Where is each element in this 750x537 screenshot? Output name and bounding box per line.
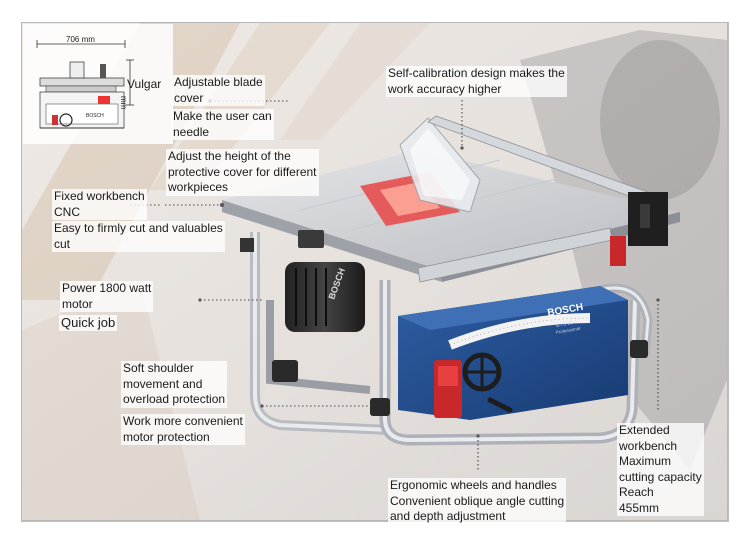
callout-ergonomic: Ergonomic wheels and handles Convenient …	[388, 478, 567, 525]
callout-work-more: Work more convenient motor protection	[121, 414, 245, 445]
thumbnail-brand: BOSCH	[86, 113, 104, 119]
thumbnail-sketch	[23, 24, 173, 144]
callout-power: Power 1800 watt motor	[60, 281, 154, 312]
callout-make-needle: Make the user can needle	[171, 109, 274, 140]
callout-quick-job: Quick job	[59, 315, 118, 331]
thumbnail-height-label: mm	[119, 96, 128, 110]
model-sub-label: Professional	[555, 326, 580, 335]
callout-self-calibration: Self-calibration design makes the work a…	[386, 66, 567, 97]
table-saw: BOSCH BOSCH GTS 10 J Professional	[222, 115, 680, 446]
model-label: GTS 10 J	[555, 319, 577, 329]
callout-firmly-cut: Easy to firmly cut and valuables cut	[52, 221, 225, 252]
background-scene	[22, 23, 727, 520]
thumbnail-width-label: 706 mm	[66, 35, 95, 44]
thumbnail-vulgar-label: Vulgar	[127, 77, 162, 91]
callout-adjust-height: Adjust the height of the protective cove…	[166, 149, 319, 196]
callout-fixed-workbench: Fixed workbench CNC	[52, 189, 147, 220]
callout-extended-workbench: Extended workbench Maximum cutting capac…	[617, 423, 704, 516]
callout-soft-shoulder: Soft shoulder movement and overload prot…	[121, 361, 228, 408]
callout-blade-cover: Adjustable blade cover	[172, 75, 265, 106]
